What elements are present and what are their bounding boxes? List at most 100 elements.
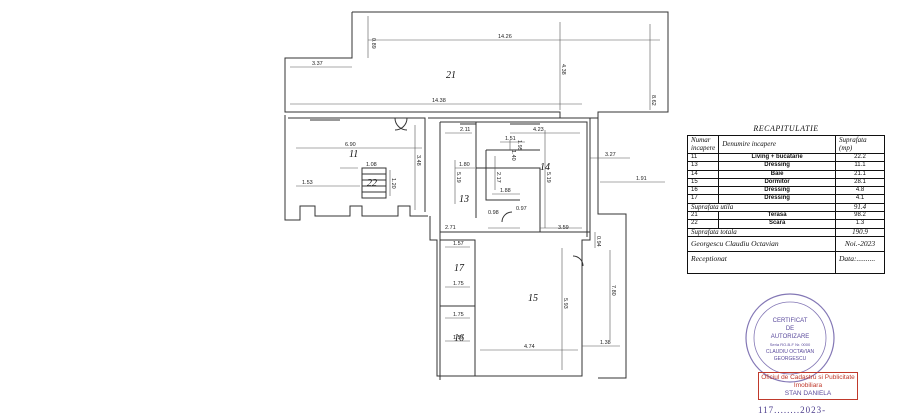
row-area: 22.2 (835, 152, 885, 163)
header-numar: Numar incapere (686, 135, 720, 154)
dim-label: 1.95 (516, 140, 522, 151)
reception-row: Receptionat Data:.......... (687, 250, 885, 274)
row-name: Dressing (718, 194, 836, 204)
table-row: 22 Scara 1.3 (686, 219, 885, 229)
row-num: 13 (686, 161, 720, 171)
dim-label: 3.27 (605, 152, 616, 158)
author-date: Noi.-2023 (835, 235, 885, 252)
terrace-outline (352, 11, 669, 379)
dim-label: 3.59 (558, 225, 569, 231)
row-area: 4.8 (835, 186, 885, 196)
dim-label: 7.80 (610, 285, 616, 296)
row-name: Baie (718, 169, 836, 179)
dim-label: 5.93 (562, 298, 568, 309)
dim-label: 5.19 (455, 172, 461, 183)
row-area: 98.2 (835, 211, 885, 221)
table-row: 13 Dressing 11.1 (686, 161, 885, 171)
dim-label: 1.57 (453, 335, 464, 341)
office-stamp-serial: 117........2023- (758, 405, 827, 415)
table-row: 16 Dressing 4.8 (686, 186, 885, 196)
dim-label: 2.71 (445, 225, 456, 231)
dim-label: 5.19 (545, 172, 551, 183)
stamp-line: CERTIFICAT (773, 318, 808, 324)
dim-label: 1.40 (510, 150, 516, 161)
stamp-line: CLAUDIU OCTAVIAN (766, 349, 815, 355)
subtotal-row: Suprafata utila 91.4 (687, 202, 885, 213)
dim-label: 4.74 (524, 344, 535, 350)
row-area: 21.1 (835, 169, 885, 179)
stamp-line: DE (786, 326, 794, 332)
table-row: 15 Dormitor 28.1 (686, 177, 885, 188)
floor-plan: 14.26 3.37 0.89 4.38 14.38 8.62 6.90 3.4… (284, 11, 669, 380)
total-row: Suprafata totala 190.9 (687, 227, 885, 237)
header-suprafata: Suprafata (mp) (835, 135, 885, 154)
row-name: Dressing (718, 161, 836, 171)
dim-label: 14.26 (498, 34, 512, 40)
table-row: 21 Terasa 98.2 (686, 211, 885, 221)
room-label-13: 13 (459, 194, 469, 205)
dim-label: 4.23 (533, 127, 544, 133)
dim-label: 2.17 (495, 172, 501, 183)
row-num: 22 (686, 219, 720, 229)
author-name: Georgescu Claudiu Octavian (687, 235, 836, 252)
row-area: 1.3 (835, 219, 885, 229)
suprafata-totala-label: Suprafata totala (687, 227, 836, 237)
signature-row: Georgescu Claudiu Octavian Noi.-2023 (687, 235, 885, 252)
dim-label: 1.57 (453, 241, 464, 247)
header-denumire: Denumire incapere (718, 135, 836, 154)
suprafata-totala-value: 190.9 (835, 227, 885, 237)
row-area: 11.1 (835, 161, 885, 171)
dim-label: 1.08 (366, 162, 377, 168)
recap-panel: RECAPITULATIE Numar incapere Denumire in… (686, 122, 885, 274)
row-area: 28.1 (835, 177, 885, 188)
stamp-line: Seria RO-B-F Nr. 0000 (770, 342, 811, 347)
row-name: Terasa (718, 211, 836, 221)
suprafata-utila-value: 91.4 (835, 202, 885, 213)
dim-label: 0.94 (595, 236, 601, 247)
room-label-16: 16 (454, 333, 464, 344)
dim-label: 1.75 (453, 281, 464, 287)
dim-label: 0.98 (488, 210, 499, 216)
row-name: Dressing (718, 186, 836, 196)
dim-label: 4.38 (560, 64, 566, 75)
recap-table: Numar incapere Denumire incapere Suprafa… (686, 135, 885, 274)
dim-label: 3.37 (312, 61, 323, 67)
room-label-15: 15 (528, 293, 538, 304)
dim-label: 1.91 (636, 176, 647, 182)
table-row: 11 Living + bucatarie 22.2 (686, 152, 885, 163)
office-stamp-box: Oficiul de Cadastru si Publicitate Imobi… (758, 372, 858, 400)
room-label-21: 21 (446, 70, 456, 81)
table-row: 14 Baie 21.1 (686, 169, 885, 179)
office-stamp-line2: STAN DANIELA (784, 390, 832, 397)
dim-label: 6.90 (345, 142, 356, 148)
dim-label: 1.51 (505, 136, 516, 142)
dim-label: 1.75 (453, 312, 464, 318)
room-label-11: 11 (349, 149, 358, 160)
dim-label: 1.53 (302, 180, 313, 186)
row-num: 16 (686, 186, 720, 196)
office-stamp: Oficiul de Cadastru si Publicitate Imobi… (758, 372, 858, 415)
dim-label: 3.48 (415, 155, 421, 166)
row-name: Living + bucatarie (718, 152, 836, 163)
dim-label: 1.80 (459, 162, 470, 168)
dim-label: 0.89 (370, 38, 376, 49)
office-stamp-line1: Oficiul de Cadastru si Publicitate Imobi… (761, 374, 855, 389)
row-name: Scara (718, 219, 836, 229)
authorization-stamp: CERTIFICAT DE AUTORIZARE Seria RO-B-F Nr… (745, 293, 835, 383)
room-label-22: 22 (367, 178, 377, 189)
dim-label: 1.38 (600, 340, 611, 346)
row-num: 11 (686, 152, 720, 163)
dim-label: 8.62 (650, 95, 656, 106)
dim-label: 1.88 (500, 188, 511, 194)
stamp-line: AUTORIZARE (771, 334, 810, 340)
dim-label: 2.11 (460, 127, 470, 133)
receptionat-label: Receptionat (687, 250, 836, 274)
row-num: 15 (686, 177, 720, 188)
room-label-17: 17 (454, 263, 465, 274)
apartment-outline (284, 115, 428, 221)
recap-title: RECAPITULATIE (753, 124, 819, 133)
dim-label: 1.20 (390, 178, 396, 189)
stamp-line: GEORGESCU (774, 356, 807, 362)
row-num: 21 (686, 211, 720, 221)
dim-label: 0.97 (516, 206, 527, 212)
